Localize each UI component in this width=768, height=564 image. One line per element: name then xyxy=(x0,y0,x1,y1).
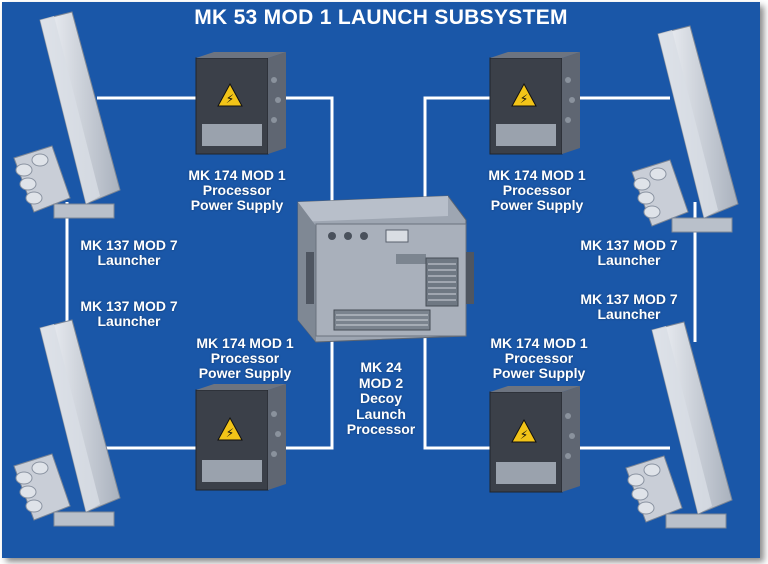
processor-model: MK 24 xyxy=(360,359,402,375)
launcher-image-top-right xyxy=(631,25,739,233)
launcher-image-bottom-right xyxy=(625,321,733,529)
processor-function: Launch xyxy=(356,405,406,422)
power-supply-model: MK 174 MOD 1 xyxy=(196,335,294,351)
power-supply-desc: Power Supply xyxy=(198,365,292,381)
electrical-hazard-icon: ⚡ xyxy=(226,426,234,440)
launcher-type: Launcher xyxy=(97,252,161,268)
launcher-image-top-left xyxy=(13,11,121,219)
power-supply-image-bottom-right: ⚡ xyxy=(489,386,580,493)
power-supply-type: Processor xyxy=(504,350,574,366)
power-supply-type: Processor xyxy=(202,182,272,198)
launcher-model: MK 137 MOD 7 xyxy=(580,237,678,253)
diagram-title: MK 53 MOD 1 LAUNCH SUBSYSTEM xyxy=(194,6,568,29)
power-supply-desc: Power Supply xyxy=(490,197,584,213)
power-supply-image-top-left: ⚡ xyxy=(195,52,286,155)
electrical-hazard-icon: ⚡ xyxy=(520,428,528,442)
power-supply-image-bottom-left: ⚡ xyxy=(195,384,286,491)
power-supply-model: MK 174 MOD 1 xyxy=(488,167,586,183)
power-supply-desc: Power Supply xyxy=(492,365,586,381)
launcher-type: Launcher xyxy=(597,306,661,322)
power-supply-label-top-right: MK 174 MOD 1 Processor Power Supply xyxy=(478,168,596,213)
power-supply-desc: Power Supply xyxy=(190,197,284,213)
launcher-image-bottom-left xyxy=(13,319,121,527)
processor-desc: Processor xyxy=(346,421,416,437)
power-supply-model: MK 174 MOD 1 xyxy=(490,335,588,351)
power-supply-model: MK 174 MOD 1 xyxy=(188,167,286,183)
processor-image xyxy=(297,195,474,343)
processor-mod: MOD 2 xyxy=(358,374,404,391)
launcher-model: MK 137 MOD 7 xyxy=(80,237,178,253)
power-supply-type: Processor xyxy=(502,182,572,198)
launcher-label-bottom-left: MK 137 MOD 7 Launcher xyxy=(74,299,184,329)
launcher-model: MK 137 MOD 7 xyxy=(580,291,678,307)
power-supply-type: Processor xyxy=(210,350,280,366)
launcher-type: Launcher xyxy=(597,252,661,268)
power-supply-image-top-right: ⚡ xyxy=(489,52,580,155)
diagram-frame: MK 53 MOD 1 LAUNCH SUBSYSTEM xyxy=(2,2,760,558)
launcher-label-top-left: MK 137 MOD 7 Launcher xyxy=(74,238,184,268)
launcher-model: MK 137 MOD 7 xyxy=(80,298,178,314)
power-supply-label-top-left: MK 174 MOD 1 Processor Power Supply xyxy=(178,168,296,213)
electrical-hazard-icon: ⚡ xyxy=(226,92,234,106)
power-supply-label-bottom-right: MK 174 MOD 1 Processor Power Supply xyxy=(480,336,598,381)
launcher-label-bottom-right: MK 137 MOD 7 Launcher xyxy=(574,292,684,322)
electrical-hazard-icon: ⚡ xyxy=(520,92,528,106)
launcher-label-top-right: MK 137 MOD 7 Launcher xyxy=(574,238,684,268)
processor-label: MK 24 MOD 2 Decoy Launch Processor xyxy=(338,359,424,438)
launcher-type: Launcher xyxy=(97,313,161,329)
power-supply-label-bottom-left: MK 174 MOD 1 Processor Power Supply xyxy=(186,336,304,381)
processor-type: Decoy xyxy=(359,390,403,406)
